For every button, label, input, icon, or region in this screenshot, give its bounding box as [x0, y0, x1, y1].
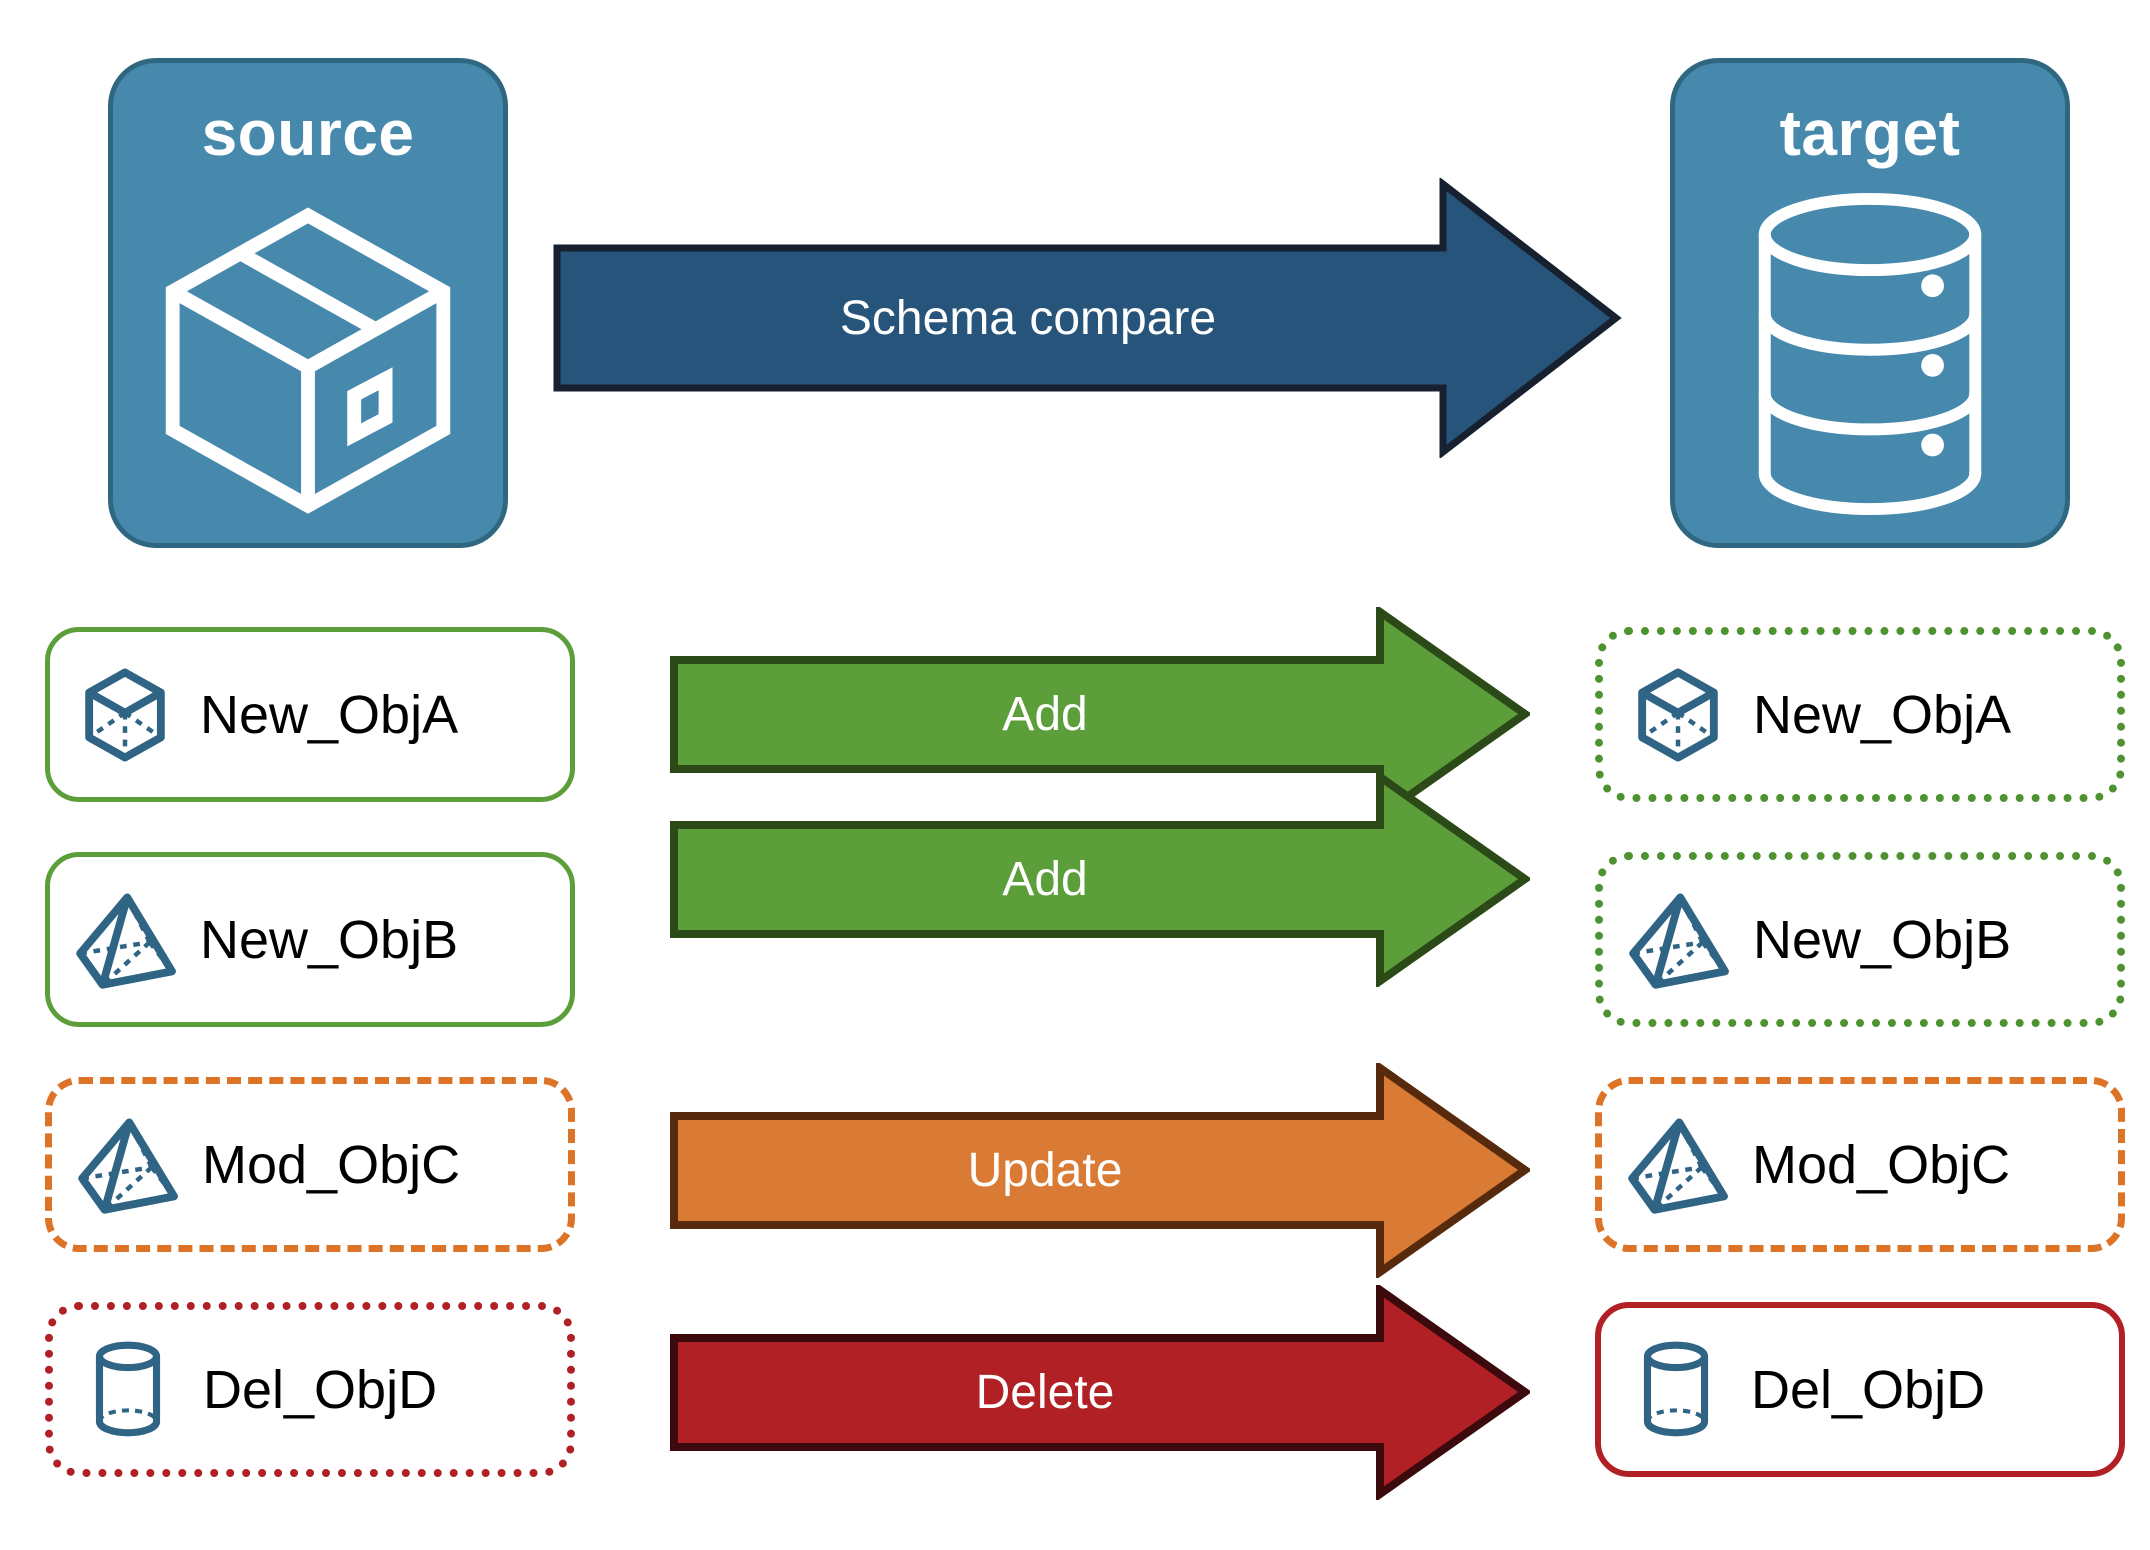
source-endpoint-label: source	[201, 97, 415, 169]
source-object-row-4[interactable]: Del_ObjD	[45, 1302, 575, 1477]
wireframe-pyramid-icon	[50, 884, 200, 996]
schema-compare-arrow[interactable]: Schema compare	[553, 176, 1623, 460]
source-object-name-2: New_ObjB	[200, 909, 459, 970]
source-object-name-4: Del_ObjD	[203, 1359, 438, 1420]
target-object-row-3[interactable]: Mod_ObjC	[1595, 1077, 2125, 1252]
target-object-row-1[interactable]: New_ObjA	[1595, 627, 2125, 802]
wireframe-cylinder-icon	[53, 1334, 203, 1446]
database-cylinder-icon	[1675, 165, 2065, 543]
add-arrow-2[interactable]: Add	[670, 769, 1532, 989]
target-object-name-4: Del_ObjD	[1751, 1359, 1986, 1420]
source-object-row-2[interactable]: New_ObjB	[45, 852, 575, 1027]
delete-arrow[interactable]: Delete	[670, 1282, 1532, 1502]
wireframe-pyramid-icon	[1602, 1109, 1752, 1221]
source-endpoint-card[interactable]: source	[108, 58, 508, 548]
source-object-name-1: New_ObjA	[200, 684, 459, 745]
wireframe-pyramid-icon	[1603, 884, 1753, 996]
target-endpoint-card[interactable]: target	[1670, 58, 2070, 548]
package-box-icon	[113, 165, 503, 543]
source-object-name-3: Mod_ObjC	[202, 1134, 461, 1195]
wireframe-cylinder-icon	[1601, 1334, 1751, 1446]
update-arrow[interactable]: Update	[670, 1060, 1532, 1280]
target-object-row-2[interactable]: New_ObjB	[1595, 852, 2125, 1027]
target-object-name-3: Mod_ObjC	[1752, 1134, 2011, 1195]
wireframe-pyramid-icon	[52, 1109, 202, 1221]
source-object-row-3[interactable]: Mod_ObjC	[45, 1077, 575, 1252]
source-object-row-1[interactable]: New_ObjA	[45, 627, 575, 802]
target-endpoint-label: target	[1779, 97, 1961, 169]
wireframe-cube-icon	[1603, 659, 1753, 771]
target-object-name-2: New_ObjB	[1753, 909, 2012, 970]
wireframe-cube-icon	[50, 659, 200, 771]
target-object-name-1: New_ObjA	[1753, 684, 2012, 745]
target-object-row-4[interactable]: Del_ObjD	[1595, 1302, 2125, 1477]
